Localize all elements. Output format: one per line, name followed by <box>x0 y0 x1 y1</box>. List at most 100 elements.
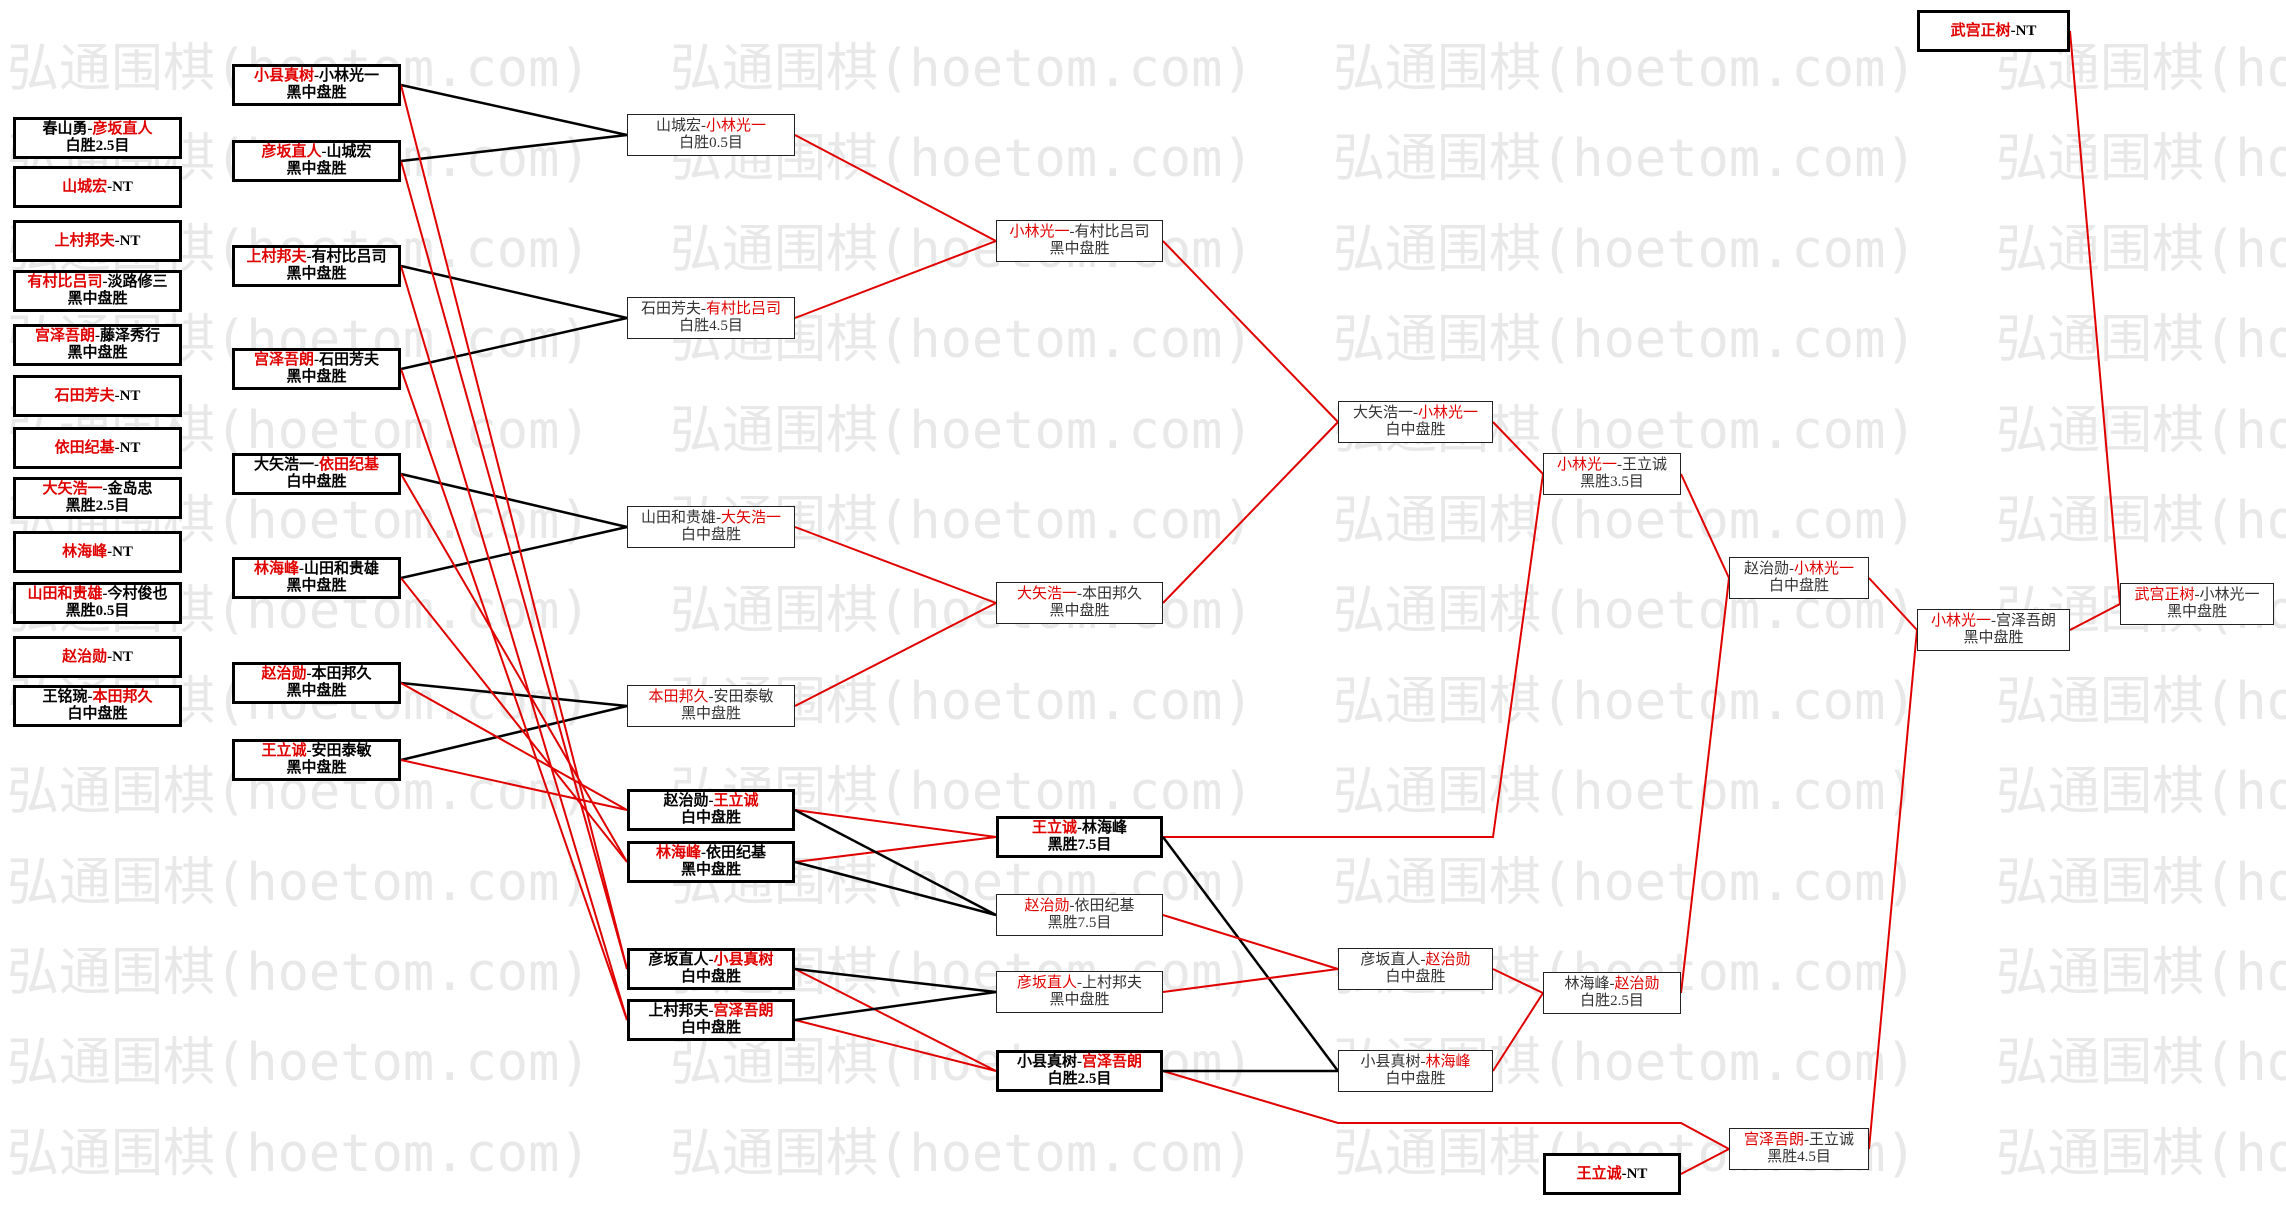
match-box: 赵治勋-依田纪基黑胜7.5目 <box>996 894 1163 936</box>
name-separator: - <box>1420 1054 1426 1070</box>
match-players: 赵治勋-小林光一 <box>1744 561 1854 578</box>
loser-advance-line <box>400 472 628 529</box>
name-separator: - <box>306 743 312 759</box>
name-separator: - <box>701 301 706 317</box>
match-result: 黑中盘胜 <box>1963 630 2024 646</box>
match-players: 大矢浩一-小林光一 <box>1353 405 1478 422</box>
match-result: 白中盘胜 <box>1385 422 1446 438</box>
match-players: 武宫正树-NT <box>1951 23 2037 40</box>
loser-advance-line <box>794 860 997 917</box>
winner-name: 依田纪基 <box>54 439 115 456</box>
match-result: 黑中盘胜 <box>286 161 347 177</box>
loser-name: 本田邦久 <box>1082 586 1143 602</box>
name-separator: - <box>701 118 706 134</box>
match-box: 山城宏-NT <box>13 166 182 208</box>
match-players: 春山勇-彦坂直人 <box>42 121 152 138</box>
loser-name: 小县真树 <box>1016 1054 1077 1070</box>
match-players: 彦坂直人-山城宏 <box>261 144 371 161</box>
name-separator: - <box>299 561 304 577</box>
match-box: 赵治勋-本田邦久黑中盘胜 <box>232 662 401 704</box>
loser-advance-line <box>400 83 628 137</box>
match-box: 大矢浩一-依田纪基白中盘胜 <box>232 453 401 495</box>
match-players: 石田芳夫-有村比吕司 <box>641 301 781 318</box>
winner-advance-line <box>1868 577 1918 631</box>
winner-name: 上村邦夫 <box>246 249 307 265</box>
loser-name: 依田纪基 <box>1074 898 1135 914</box>
match-result: 白中盘胜 <box>680 969 741 985</box>
watermark-text: 弘通围棋(hoetom.com) <box>1333 491 1917 551</box>
loser-name: 金岛忠 <box>107 481 153 497</box>
loser-name: 上村邦夫 <box>648 1003 709 1019</box>
winner-name: 彦坂直人 <box>92 121 153 137</box>
match-players: 山田和贵雄-今村俊也 <box>27 586 167 603</box>
watermark-text: 弘通围棋(hoetom.com) <box>670 400 1254 461</box>
winner-advance-line <box>1162 1070 1730 1150</box>
match-result: 黑中盘胜 <box>286 683 347 699</box>
match-result: 黑中盘胜 <box>67 345 128 361</box>
match-box: 赵治勋-NT <box>13 636 182 678</box>
loser-name: NT <box>112 178 133 195</box>
watermark-text: 弘通围棋(hoetom.com) <box>7 852 591 913</box>
loser-name: 山城宏 <box>326 144 372 160</box>
match-result: 黑中盘胜 <box>1049 992 1110 1008</box>
winner-name: 上村邦夫 <box>54 232 115 249</box>
match-box: 小林光一-宫泽吾朗黑中盘胜 <box>1917 609 2070 651</box>
winner-name: 山田和贵雄 <box>27 586 103 602</box>
match-box: 山田和贵雄-大矢浩一白中盘胜 <box>627 506 795 548</box>
loser-advance-line <box>794 967 997 994</box>
match-result: 黑胜7.5目 <box>1047 837 1112 853</box>
name-separator: - <box>1413 405 1418 421</box>
name-separator: - <box>708 793 714 809</box>
match-box: 小县真树-林海峰白中盘胜 <box>1338 1050 1493 1092</box>
name-separator: - <box>321 144 327 160</box>
match-box: 彦坂直人-上村邦夫黑中盘胜 <box>996 971 1163 1013</box>
match-box: 大矢浩一-小林光一白中盘胜 <box>1338 401 1493 443</box>
winner-advance-line <box>794 134 997 242</box>
name-separator: - <box>107 648 113 665</box>
watermark-text: 弘通围棋(hoetom.com) <box>1333 852 1917 913</box>
winner-name: 赵治勋 <box>1614 976 1660 992</box>
match-players: 林海峰-NT <box>62 544 133 561</box>
winner-name: 小林光一 <box>1418 405 1479 421</box>
watermark-text: 弘通围棋(hoetom.com) <box>1996 762 2286 823</box>
watermark-text: 弘通围棋(hoetom.com) <box>1333 39 1917 99</box>
loser-name: 小县真树 <box>1360 1054 1421 1070</box>
match-players: 彦坂直人-赵治勋 <box>1360 952 1470 969</box>
match-box: 大矢浩一-本田邦久黑中盘胜 <box>996 582 1163 624</box>
name-separator: - <box>1617 457 1622 473</box>
name-separator: - <box>114 387 120 404</box>
loser-name: 有村比吕司 <box>1074 224 1150 240</box>
watermark-text: 弘通围棋(hoetom.com) <box>1996 1033 2286 1094</box>
match-result: 黑中盘胜 <box>1049 241 1110 257</box>
winner-name: 石田芳夫 <box>54 387 115 404</box>
match-box: 石田芳夫-有村比吕司白胜4.5目 <box>627 297 795 339</box>
match-result: 黑胜2.5目 <box>65 498 130 514</box>
name-separator: - <box>95 328 100 344</box>
match-players: 王铭琬-本田邦久 <box>42 689 152 706</box>
winner-name: 宫泽吾朗 <box>713 1003 774 1019</box>
match-result: 白中盘胜 <box>1385 969 1446 985</box>
match-players: 小林光一-宫泽吾朗 <box>1931 613 2056 630</box>
watermark-text: 弘通围棋(hoetom.com) <box>7 1123 591 1184</box>
winner-advance-line <box>2069 30 2121 605</box>
match-result: 黑中盘胜 <box>67 291 128 307</box>
winner-name: 小林光一 <box>1794 561 1855 577</box>
match-box: 春山勇-彦坂直人白胜2.5目 <box>13 117 182 159</box>
loser-advance-line <box>1161 836 1340 1072</box>
match-players: 大矢浩一-金岛忠 <box>42 481 152 498</box>
name-separator: - <box>114 232 120 249</box>
winner-name: 宫泽吾朗 <box>1743 1132 1804 1148</box>
loser-name: 赵治勋 <box>663 793 709 809</box>
watermark-text: 弘通围棋(hoetom.com) <box>1996 1123 2286 1184</box>
winner-advance-line <box>1680 577 1730 994</box>
match-box: 宫泽吾朗-石田芳夫黑中盘胜 <box>232 348 401 390</box>
winner-advance-line <box>400 160 628 970</box>
match-result: 黑中盘胜 <box>286 266 347 282</box>
match-box: 林海峰-赵治勋白胜2.5目 <box>1543 972 1681 1014</box>
match-players: 有村比吕司-淡路修三 <box>27 274 167 291</box>
loser-name: NT <box>2015 22 2037 39</box>
match-box: 小林光一-有村比吕司黑中盘胜 <box>996 220 1163 262</box>
